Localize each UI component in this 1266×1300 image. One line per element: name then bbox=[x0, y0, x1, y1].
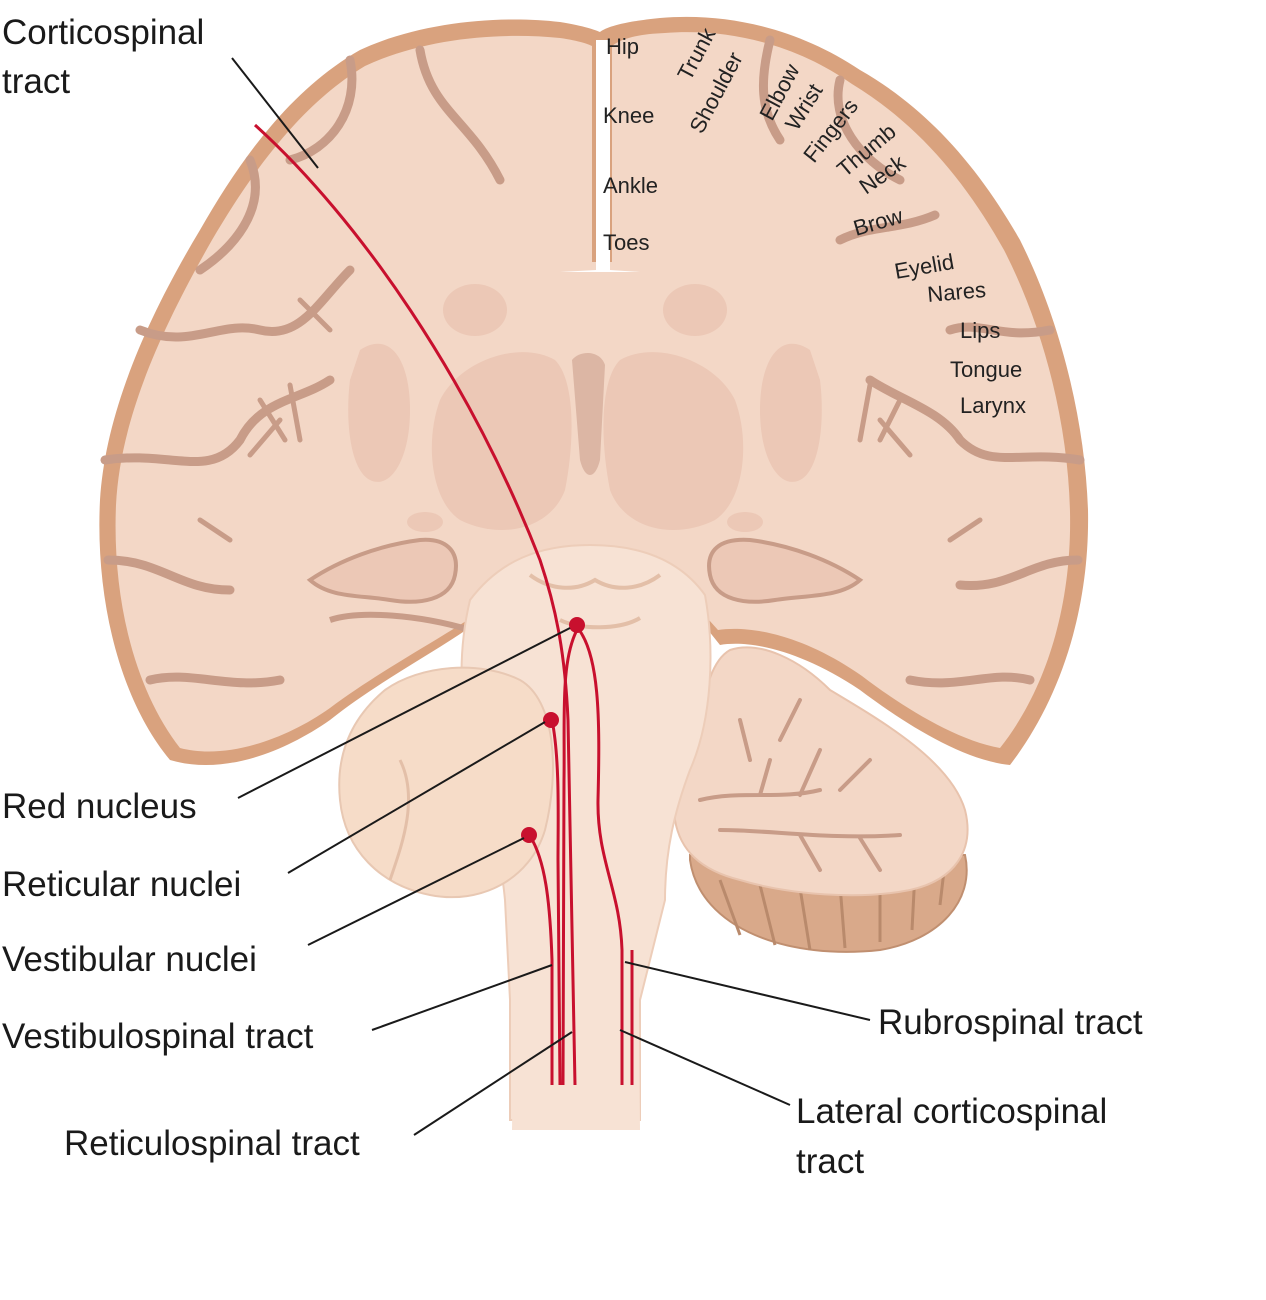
label-tongue: Tongue bbox=[950, 357, 1022, 382]
label-vestibulospinal-tract: Vestibulospinal tract bbox=[2, 1017, 314, 1056]
cerebellum-folia-lines bbox=[718, 861, 947, 951]
third-ventricle bbox=[572, 353, 605, 475]
label-knee: Knee bbox=[603, 103, 654, 128]
leader-reticulospinal bbox=[413, 1031, 573, 1136]
reticular-nuclei-dot bbox=[543, 712, 559, 728]
left-temporal-lobe bbox=[329, 611, 471, 633]
label-toes: Toes bbox=[603, 230, 649, 255]
callout-labels: Corticospinal tract Red nucleus Reticula… bbox=[2, 13, 1143, 1181]
left-hippocampus bbox=[407, 512, 443, 532]
motor-tracts bbox=[253, 123, 634, 1086]
corticospinal-tract-path bbox=[253, 123, 577, 1086]
label-lateral-corticospinal-tract: Lateral corticospinal tract bbox=[796, 1092, 1117, 1181]
left-insula bbox=[306, 537, 458, 604]
label-nares: Nares bbox=[926, 277, 987, 307]
cerebellum-arbor-vitae bbox=[698, 698, 902, 872]
reticulospinal-tract-path bbox=[550, 719, 562, 1086]
left-thalamus bbox=[431, 352, 572, 530]
left-sulci bbox=[100, 45, 505, 688]
cerebrum bbox=[99, 16, 1089, 766]
leader-corticospinal bbox=[231, 57, 319, 169]
label-reticular-nuclei: Reticular nuclei bbox=[2, 865, 241, 904]
right-thalamus bbox=[603, 352, 744, 530]
left-sulci-branches bbox=[197, 297, 333, 543]
label-red-nucleus: Red nucleus bbox=[2, 787, 197, 826]
cerebellum bbox=[673, 646, 969, 953]
right-sulci bbox=[759, 35, 1085, 688]
label-corticospinal-line2: tract bbox=[2, 62, 70, 101]
label-larynx: Larynx bbox=[960, 393, 1026, 418]
label-vestibular-nuclei: Vestibular nuclei bbox=[2, 940, 257, 979]
label-corticospinal-tract: Corticospinal tract bbox=[2, 13, 214, 101]
label-lateral-corticospinal-line1: Lateral corticospinal bbox=[796, 1092, 1107, 1131]
left-caudate bbox=[443, 284, 507, 336]
label-lateral-corticospinal-line2: tract bbox=[796, 1142, 864, 1181]
leader-red-nucleus bbox=[237, 627, 571, 799]
left-lentiform-nucleus bbox=[348, 343, 410, 482]
right-caudate bbox=[663, 284, 727, 336]
spinal-cord bbox=[512, 900, 640, 1130]
vestibular-nuclei-dot bbox=[521, 827, 537, 843]
right-hippocampus bbox=[727, 512, 763, 532]
red-nucleus-dot bbox=[569, 617, 585, 633]
pons-bulge bbox=[338, 666, 554, 899]
longitudinal-fissure bbox=[560, 40, 640, 272]
pons-bulge-inner bbox=[388, 759, 411, 881]
right-insula bbox=[707, 537, 864, 604]
pons-contour bbox=[559, 616, 642, 630]
right-lentiform-nucleus bbox=[760, 343, 822, 482]
label-corticospinal-line1: Corticospinal bbox=[2, 13, 204, 52]
label-reticulospinal-tract: Reticulospinal tract bbox=[64, 1124, 360, 1163]
rubrospinal-tract-path bbox=[561, 627, 580, 1086]
label-rubrospinal-tract: Rubrospinal tract bbox=[878, 1003, 1143, 1042]
leader-vestibulospinal bbox=[371, 964, 553, 1031]
leader-lateral-corticospinal bbox=[619, 1029, 791, 1106]
label-hip: Hip bbox=[606, 34, 639, 59]
leader-vestibular-nuclei bbox=[307, 837, 525, 946]
vestibulospinal-tract-path bbox=[528, 835, 554, 1085]
right-sulci-branches bbox=[857, 382, 983, 543]
leader-lines bbox=[231, 57, 871, 1136]
leader-reticular-nuclei bbox=[287, 721, 546, 874]
label-ankle: Ankle bbox=[603, 173, 658, 198]
lateral-corticospinal-path bbox=[573, 623, 624, 1085]
leader-rubrospinal bbox=[624, 961, 871, 1021]
label-lips: Lips bbox=[960, 318, 1000, 343]
